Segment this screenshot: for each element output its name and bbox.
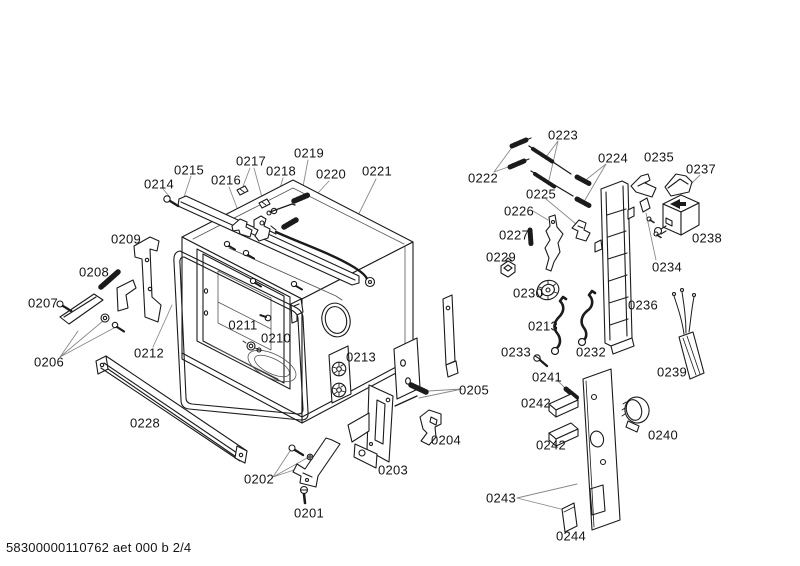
screw-0201	[299, 485, 309, 505]
door-spring-rod-0221	[269, 225, 376, 288]
gear-disc-0230	[536, 279, 560, 301]
hinge-rod-0232	[577, 289, 597, 347]
spring-0205	[394, 382, 429, 407]
document-number: 58300000110762 aet 000 b 2/4	[6, 540, 192, 555]
plate-0244	[561, 502, 578, 533]
cone-springs-0222	[507, 137, 532, 170]
screw-0214	[163, 195, 181, 208]
mounting-screws	[223, 240, 343, 301]
control-panel-strip	[582, 368, 621, 531]
clips-0217	[236, 185, 271, 209]
spring-0220	[281, 217, 299, 230]
cover-0237	[664, 173, 693, 197]
lever-0226	[544, 214, 564, 272]
springs-0224	[574, 174, 593, 209]
pad-0242-upper	[548, 393, 579, 418]
actuator-box-0238	[646, 194, 700, 239]
door-gasket	[173, 250, 309, 421]
rod-0218	[266, 203, 296, 216]
spring-0227	[527, 227, 534, 247]
fasteners-0206	[100, 313, 126, 333]
bracket-0207-rail	[59, 293, 104, 325]
wire-harness-0239	[671, 287, 705, 380]
spring-0219	[291, 192, 311, 204]
bracket-0225	[571, 219, 591, 242]
screw-0207	[56, 300, 74, 313]
bracket-0209	[116, 236, 162, 323]
hinge-strip	[442, 294, 459, 378]
spring-0208	[98, 269, 121, 290]
threaded-rods-0223	[528, 145, 574, 197]
cap-0235	[630, 173, 657, 198]
mount-rail-0236	[594, 180, 635, 355]
spring-0241	[563, 386, 580, 401]
porthole	[321, 302, 351, 338]
clip-0229	[500, 257, 516, 278]
screw-0233	[533, 354, 549, 368]
hinge-caps	[328, 345, 352, 404]
bracket-0203	[347, 384, 394, 469]
front-screw	[259, 314, 272, 322]
pad-0242-lower	[548, 422, 579, 447]
hinge-rod-0213	[550, 295, 568, 356]
knob-0240	[621, 396, 650, 433]
bracket-0216	[231, 215, 271, 242]
bracket-0202	[288, 437, 341, 488]
bracket-0204	[419, 409, 442, 446]
tub-interior	[209, 270, 297, 383]
inlet-valve	[242, 340, 262, 353]
base-rail-0228	[95, 355, 248, 464]
wedge-0234	[639, 197, 651, 213]
